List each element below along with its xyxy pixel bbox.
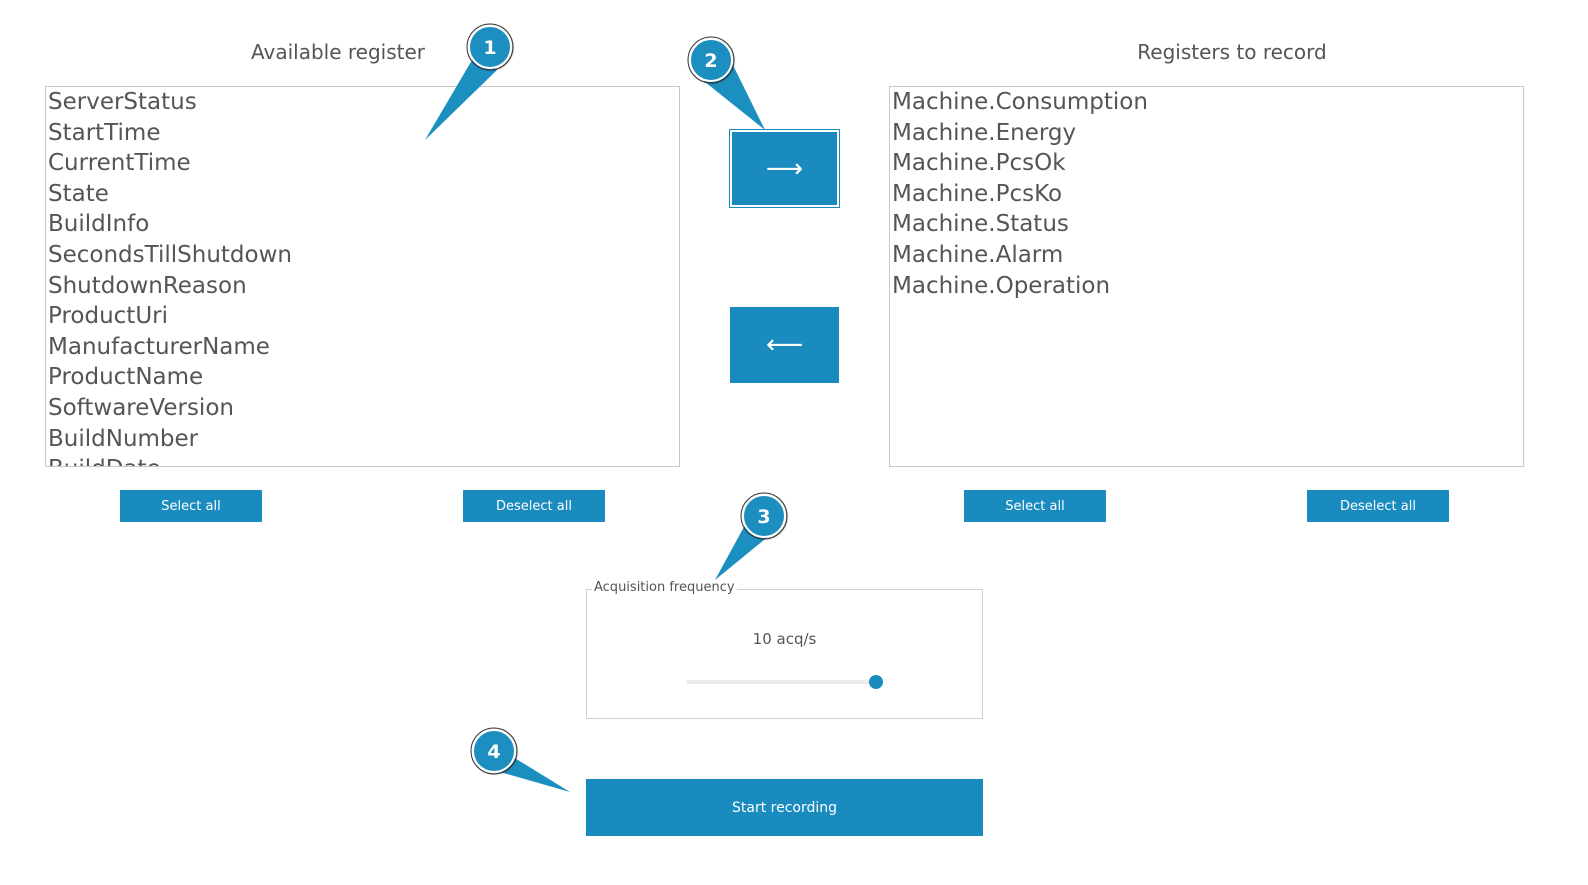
list-item[interactable]: BuildInfo <box>48 211 150 238</box>
list-item[interactable]: CurrentTime <box>48 150 191 177</box>
list-item[interactable]: BuildNumber <box>48 425 199 452</box>
list-item[interactable]: ManufacturerName <box>48 333 270 360</box>
list-item[interactable]: ProductName <box>48 364 204 391</box>
arrow-left-icon: ⟵ <box>765 330 804 360</box>
callout-2: 2 <box>687 36 765 130</box>
record-select-all-button[interactable]: Select all <box>964 490 1106 522</box>
list-item[interactable]: Machine.Status <box>892 211 1069 238</box>
list-item[interactable]: StartTime <box>48 119 161 146</box>
list-item[interactable]: ServerStatus <box>48 89 197 115</box>
available-select-all-button[interactable]: Select all <box>120 490 262 522</box>
list-item[interactable]: ShutdownReason <box>48 272 247 299</box>
list-item[interactable]: Machine.Consumption <box>892 89 1148 115</box>
acquisition-frequency-legend: Acquisition frequency <box>592 580 737 595</box>
registers-to-record-title: Registers to record <box>1137 40 1327 64</box>
acquisition-frequency-value: 10 acq/s <box>752 630 817 648</box>
available-register-list[interactable]: ServerStatus StartTime CurrentTime State… <box>45 86 680 467</box>
start-recording-button[interactable]: Start recording <box>586 779 983 836</box>
available-deselect-all-button[interactable]: Deselect all <box>463 490 605 522</box>
list-item[interactable]: Machine.PcsOk <box>892 150 1066 177</box>
list-item[interactable]: Machine.Alarm <box>892 241 1064 268</box>
add-to-record-button[interactable]: ⟶ <box>730 130 839 207</box>
list-item[interactable]: Machine.PcsKo <box>892 180 1063 207</box>
registers-to-record-list[interactable]: Machine.Consumption Machine.Energy Machi… <box>889 86 1524 467</box>
list-item[interactable]: State <box>48 180 109 207</box>
callout-4: 4 <box>470 727 570 792</box>
callout-4-label: 4 <box>487 741 500 763</box>
acquisition-frequency-group <box>586 589 983 719</box>
list-item[interactable]: Machine.Energy <box>892 119 1077 146</box>
record-deselect-all-button[interactable]: Deselect all <box>1307 490 1449 522</box>
frequency-slider-track[interactable] <box>686 680 876 684</box>
list-item[interactable]: ProductUri <box>48 303 169 330</box>
remove-from-record-button[interactable]: ⟵ <box>730 307 839 383</box>
arrow-right-icon: ⟶ <box>765 153 804 184</box>
callout-2-label: 2 <box>704 50 717 72</box>
list-item[interactable]: BuildDate <box>46 454 679 466</box>
available-register-title: Available register <box>250 40 425 64</box>
list-item[interactable]: SoftwareVersion <box>48 394 234 421</box>
callout-3: 3 <box>715 492 788 580</box>
callout-3-label: 3 <box>757 506 770 528</box>
list-item[interactable]: Machine.Operation <box>892 272 1111 299</box>
list-item[interactable]: SecondsTillShutdown <box>48 241 292 268</box>
frequency-slider-thumb[interactable] <box>869 675 883 689</box>
